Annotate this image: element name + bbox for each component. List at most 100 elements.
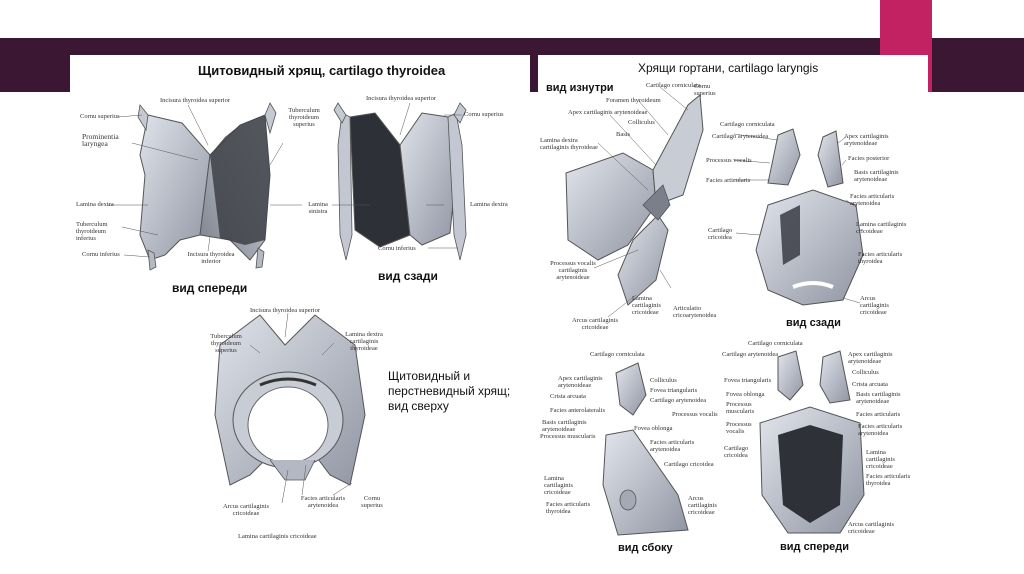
thyroid-cartilage-illustrations bbox=[108, 102, 467, 504]
label-bv-corniculata: Cartilago corniculata bbox=[720, 121, 775, 128]
front-view bbox=[759, 350, 865, 534]
label-sv-facies-al: Facies anterolateralis bbox=[550, 407, 606, 414]
label-fv-arytenoidea: Cartilago arytenoidea bbox=[722, 351, 779, 358]
label-fv-crista: Crista arcuata bbox=[852, 381, 888, 388]
label-facies-top: Facies articularis arytenoidea bbox=[300, 495, 346, 509]
label-incisura-superior-top: Incisura thyroidea superior bbox=[250, 307, 321, 314]
label-fv-corniculata: Cartilago corniculata bbox=[748, 340, 803, 347]
label-bv-arytenoidea: Cartilago arytenoidea bbox=[712, 133, 769, 140]
label-bv-proc-vocalis: Processus vocalis bbox=[706, 157, 752, 164]
label-sv-corniculata: Cartilago corniculata bbox=[590, 351, 645, 358]
top-view-caption-line-2: перстневидный хрящ; bbox=[388, 384, 511, 398]
label-bv-lamina: Lamina cartilaginis cricoideae bbox=[856, 221, 907, 235]
label-bv-arcus: Arcus cartilaginis cricoideae bbox=[860, 295, 889, 316]
leader-lines bbox=[108, 102, 462, 504]
label-sv-lamina: Lamina cartilaginis cricoideae bbox=[544, 475, 573, 496]
top-view-caption-line-3: вид сверху bbox=[388, 399, 449, 413]
laryngeal-cartilages-panel: Хрящи гортани, cartilago laryngis вид из… bbox=[538, 55, 928, 554]
label-lamina-cric-r: Lamina cartilaginis cricoideae bbox=[632, 295, 661, 316]
top-view-caption-line-1: Щитовидный и bbox=[388, 369, 471, 383]
label-fv-proc-musc: Processus muscularis bbox=[726, 401, 755, 415]
label-arcus-r: Arcus cartilaginis cricoideae bbox=[571, 317, 619, 331]
thyroid-front-view bbox=[137, 102, 277, 271]
label-fv-arcus: Arcus cartilaginis cricoideae bbox=[848, 521, 895, 535]
back-view-caption-right: вид сзади bbox=[786, 317, 841, 329]
label-bv-apex: Apex cartilaginis arytenoideae bbox=[844, 133, 889, 147]
label-fv-fovea-tri: Fovea triangularis bbox=[724, 377, 772, 384]
label-sv-colliculus: Colliculus bbox=[650, 377, 677, 384]
label-fv-fovea-obl: Fovea oblonga bbox=[726, 391, 765, 398]
label-cornu-superius-top: Cornu superius bbox=[361, 495, 383, 509]
side-view bbox=[602, 362, 689, 536]
label-articulatio: Articulatio cricoarytenoidea bbox=[673, 305, 717, 319]
top-view-caption: Щитовидный и перстневидный хрящ; вид све… bbox=[388, 369, 510, 414]
label-basis: Basis bbox=[616, 131, 631, 138]
label-fv-basis: Basis cartilaginis arytenoideae bbox=[856, 391, 901, 405]
label-lamina-cricoid-top: Lamina cartilaginis cricoideae bbox=[238, 533, 317, 540]
label-bv-cricoidea: Cartilago cricoidea bbox=[708, 227, 733, 241]
label-lamina-dextra-top: Lamina dextra cartilaginis thyroideae bbox=[345, 331, 383, 352]
label-fv-cart-cric: Cartilago cricoidea bbox=[724, 445, 749, 459]
label-cornu-inferius-back: Cornu inferius bbox=[378, 245, 416, 252]
label-sv-cart-ary: Cartilago arytenoidea bbox=[650, 397, 707, 404]
label-tuberculum-superius: Tuberculum thyroideum superius bbox=[288, 107, 320, 128]
label-cornu-sup: Cornu superius bbox=[694, 83, 716, 97]
label-bv-facies-art: Facies articularis bbox=[706, 177, 751, 184]
label-bv-facies-at: Facies articularis thyroidea bbox=[858, 251, 903, 265]
label-fv-apex: Apex cartilaginis arytenoideae bbox=[848, 351, 893, 365]
label-sv-apex: Apex cartilaginis arytenoideae bbox=[558, 375, 603, 389]
front-view-caption-right: вид спереди bbox=[780, 541, 850, 553]
label-sv-arcus: Arcus cartilaginis cricoideae bbox=[688, 495, 717, 516]
label-arcus-top: Arcus cartilaginis cricoideae bbox=[222, 503, 270, 517]
label-fv-colliculus: Colliculus bbox=[852, 369, 879, 376]
label-sv-crista: Crista arcuata bbox=[550, 393, 586, 400]
label-sv-basis: Basis cartilaginis arytenoideae bbox=[542, 419, 587, 433]
label-sv-fovea-tri: Fovea triangularis bbox=[650, 387, 698, 394]
label-cornu-superius: Cornu superius bbox=[80, 113, 120, 120]
label-sv-facies-at: Facies articularis thyroidea bbox=[546, 501, 591, 515]
label-tuberculum-inferius: Tuberculum thyroideum inferius bbox=[76, 221, 108, 242]
label-cornu-superius-back: Cornu superius bbox=[464, 111, 504, 118]
label-fv-facies-at: Facies articularis thyroidea bbox=[866, 473, 911, 487]
label-sv-proc-musc: Processus muscularis bbox=[540, 433, 596, 440]
thyroid-back-view bbox=[333, 102, 467, 261]
label-sv-fovea-obl: Fovea oblonga bbox=[634, 425, 673, 432]
label-incisura-superior-back: Incisura thyroidea superior bbox=[366, 95, 437, 102]
leader-lines-right bbox=[593, 86, 863, 318]
laryngeal-title: Хрящи гортани, cartilago laryngis bbox=[638, 61, 819, 75]
label-incisura-superior: Incisura thyroidea superior bbox=[160, 97, 231, 104]
label-cornu-inferius: Cornu inferius bbox=[82, 251, 120, 258]
label-sv-cart-cric: Cartilago cricoidea bbox=[664, 461, 714, 468]
label-tuberculum-superius-top: Tuberculum thyroideum superius bbox=[210, 333, 242, 354]
front-view-caption: вид спереди bbox=[172, 281, 248, 295]
label-fv-facies-aa: Facies articularis arytenoidea bbox=[858, 423, 903, 437]
side-view-caption: вид сбоку bbox=[618, 542, 673, 554]
label-foramen: Foramen thyroideum bbox=[606, 97, 661, 104]
laryngeal-cartilages-illustrations bbox=[565, 86, 865, 536]
label-bv-facies-post: Facies posterior bbox=[848, 155, 890, 162]
label-apex: Apex cartilaginis arytenoideae bbox=[568, 109, 648, 116]
thyroid-title: Щитовидный хрящ, cartilago thyroidea bbox=[198, 63, 446, 78]
label-bv-basis: Basis cartilaginis arytenoideae bbox=[854, 169, 899, 183]
label-fv-facies: Facies articularis bbox=[856, 411, 901, 418]
label-colliculus: Colliculus bbox=[628, 119, 655, 126]
label-sv-proc-voc: Processus vocalis bbox=[672, 411, 718, 418]
back-view-caption: вид сзади bbox=[378, 269, 438, 283]
back-view bbox=[755, 128, 864, 306]
thyroid-cricoid-top-view bbox=[214, 314, 366, 486]
label-lamina-dextra-back: Lamina dextra bbox=[470, 201, 508, 208]
thyroid-cartilage-panel: Щитовидный хрящ, cartilago thyroidea Cor… bbox=[70, 55, 530, 550]
label-lamina-sinistra: Lamina sinistra bbox=[308, 201, 328, 215]
label-lamina-dextra: Lamina dextra bbox=[76, 201, 114, 208]
label-fv-proc-voc: Processus vocalis bbox=[726, 421, 752, 435]
label-sv-facies-aa: Facies articularis arytenoidea bbox=[650, 439, 695, 453]
label-proc-vocalis: Processus vocalis cartilaginis arytenoid… bbox=[550, 260, 596, 281]
label-cart-corniculata: Cartilago corniculata bbox=[646, 82, 701, 89]
inside-view-caption: вид изнутри bbox=[546, 82, 614, 94]
label-bv-facies-aa: Facies articularis arytenoidea bbox=[850, 193, 895, 207]
inside-view bbox=[565, 94, 704, 306]
label-prominentia: Prominentia laryngea bbox=[82, 132, 119, 148]
label-incisura-inferior: Incisura thyroidea inferior bbox=[187, 251, 235, 265]
label-fv-lamina: Lamina cartilaginis cricoideae bbox=[866, 449, 895, 470]
label-lamina-dextra-r: Lamina dextra cartilaginis thyroideae bbox=[540, 137, 598, 151]
